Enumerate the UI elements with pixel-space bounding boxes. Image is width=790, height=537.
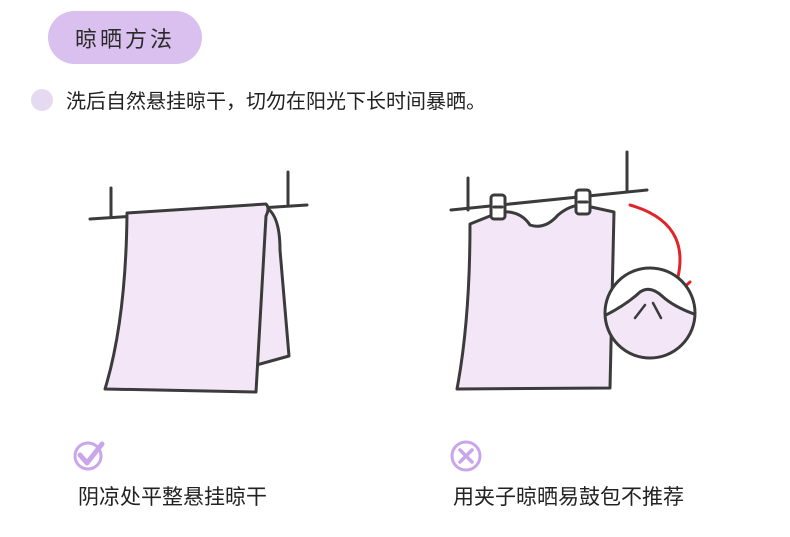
caption-recommended: 阴凉处平整悬挂晾干 [78, 485, 267, 509]
section-title: 晾晒方法 [74, 27, 175, 53]
instruction-text: 洗后自然悬挂晾干，切勿在阳光下长时间暴晒。 [66, 89, 486, 113]
clothesline-right [449, 188, 649, 212]
section-title-badge: 晾晒方法 [48, 11, 202, 64]
bulge-magnifier [603, 266, 697, 360]
bullet-dot [31, 89, 53, 111]
towel-draped-illustration [88, 170, 309, 394]
caption-not-recommended: 用夹子晾晒易鼓包不推荐 [453, 485, 684, 509]
cross-icon [450, 440, 482, 472]
towel-front-panel [103, 202, 270, 394]
towel-clipped-illustration [449, 150, 649, 391]
towel-clipped-panel [455, 203, 616, 391]
check-icon [73, 441, 105, 471]
